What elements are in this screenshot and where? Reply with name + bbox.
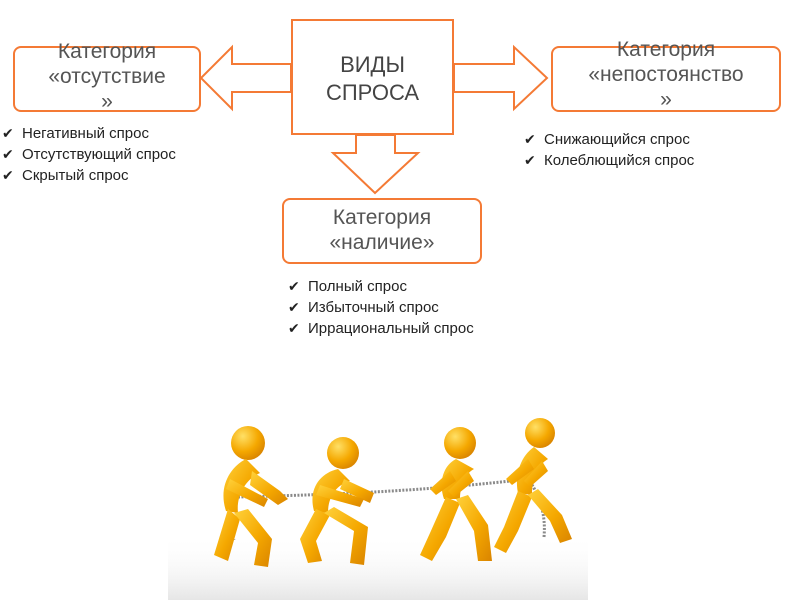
list-item-label: Отсутствующий спрос <box>22 146 176 163</box>
checklist-irregular: ✔ Снижающийся спрос ✔ Колеблющийся спрос <box>524 129 694 171</box>
list-item: ✔ Снижающийся спрос <box>524 129 694 150</box>
checklist-absence: ✔ Негативный спрос ✔ Отсутствующий спрос ✔… <box>2 123 176 186</box>
check-icon: ✔ <box>2 125 14 141</box>
check-icon: ✔ <box>2 146 14 162</box>
category-absence-line-1: Категория <box>57 40 157 63</box>
category-box-absence: Категория «отсутствие » <box>13 40 201 113</box>
figure-4 <box>494 418 572 553</box>
figure-2 <box>300 437 374 565</box>
list-item: ✔ Избыточный спрос <box>288 297 474 318</box>
list-item: ✔ Иррациональный спрос <box>288 318 474 339</box>
right-arrow <box>453 44 549 112</box>
check-icon: ✔ <box>288 278 300 294</box>
category-irregular-line-2: «непостоянство <box>588 63 744 86</box>
down-arrow <box>330 134 421 195</box>
list-item: ✔ Полный спрос <box>288 276 474 297</box>
list-item: ✔ Отсутствующий спрос <box>2 144 176 165</box>
category-box-presence: Категория «наличие» <box>282 198 482 264</box>
check-icon: ✔ <box>288 299 300 315</box>
list-item: ✔ Скрытый спрос <box>2 165 176 186</box>
list-item-label: Полный спрос <box>308 278 407 295</box>
category-absence-line-3: » <box>101 90 113 113</box>
floor-shadow <box>168 535 588 600</box>
left-arrow <box>199 44 292 112</box>
category-irregular-line-1: Категория <box>616 38 716 61</box>
check-icon: ✔ <box>524 131 536 147</box>
center-title-line-2: СПРОСА <box>325 80 420 105</box>
check-icon: ✔ <box>2 167 14 183</box>
category-presence-line-1: Категория <box>332 206 432 229</box>
category-box-irregular: Категория «непостоянство » <box>551 38 781 112</box>
checklist-presence: ✔ Полный спрос ✔ Избыточный спрос ✔ Иррацио… <box>288 276 474 339</box>
check-icon: ✔ <box>524 152 536 168</box>
list-item-label: Колеблющийся спрос <box>544 152 695 169</box>
list-item-label: Скрытый спрос <box>22 167 129 184</box>
category-irregular-line-3: » <box>660 88 672 111</box>
category-absence-line-2: «отсутствие <box>48 65 166 88</box>
list-item-label: Снижающийся спрос <box>544 131 690 148</box>
list-item-label: Иррациональный спрос <box>308 320 474 337</box>
figure-1 <box>214 426 288 567</box>
tug-of-war-figures-icon <box>168 418 588 600</box>
center-title-line-1: ВИДЫ <box>340 52 405 77</box>
list-item-label: Избыточный спрос <box>308 299 439 316</box>
check-icon: ✔ <box>288 320 300 336</box>
list-item: ✔ Колеблющийся спрос <box>524 150 694 171</box>
list-item: ✔ Негативный спрос <box>2 123 176 144</box>
list-item-label: Негативный спрос <box>22 125 149 142</box>
center-box-demand-types: ВИДЫ СПРОСА <box>291 19 454 135</box>
category-presence-line-2: «наличие» <box>329 231 435 254</box>
figure-3 <box>420 427 492 561</box>
